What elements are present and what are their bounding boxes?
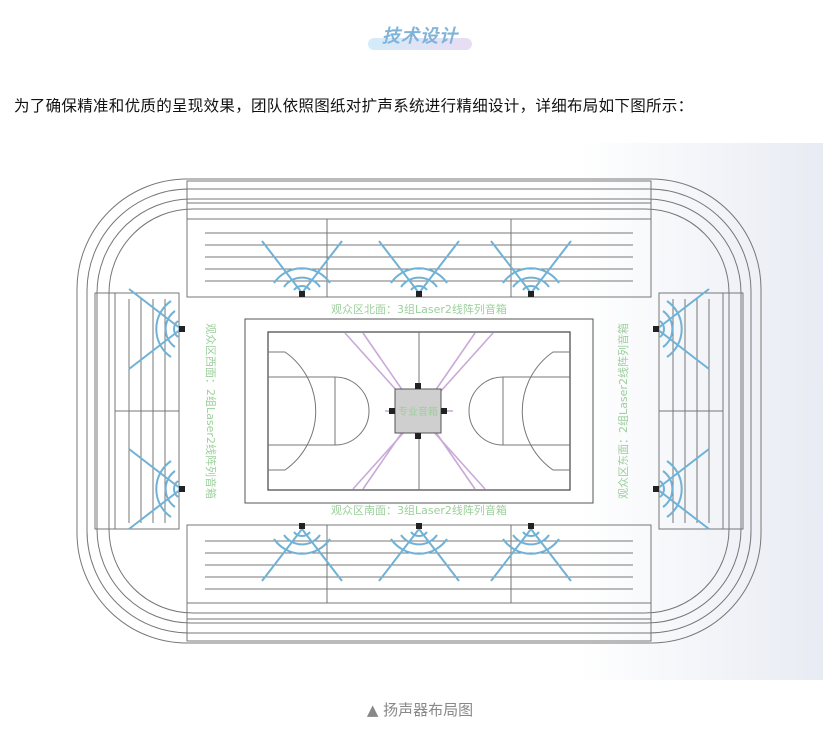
figure-caption: ▲ 扬声器布局图 — [366, 701, 474, 719]
east-area-label: 观众区东面：2组Laser2线阵列音箱 — [616, 323, 630, 499]
speaker-layout-figure: 专业音箱 — [15, 143, 823, 680]
intro-paragraph: 为了确保精准和优质的呈现效果，团队依照图纸对扩声系统进行精细设计，详细布局如下图… — [14, 97, 694, 115]
section-title-text: 技术设计 — [382, 26, 458, 47]
speaker-markers — [179, 291, 659, 529]
center-speaker-label: 专业音箱 — [398, 405, 438, 418]
north-area-label: 观众区北面：3组Laser2线阵列音箱 — [331, 302, 507, 316]
south-area-label: 观众区南面：3组Laser2线阵列音箱 — [331, 503, 507, 517]
section-title: 技术设计 — [0, 22, 840, 50]
arena-diagram: 专业音箱 — [76, 178, 762, 644]
west-area-label: 观众区西面：2组Laser2线阵列音箱 — [204, 323, 218, 499]
